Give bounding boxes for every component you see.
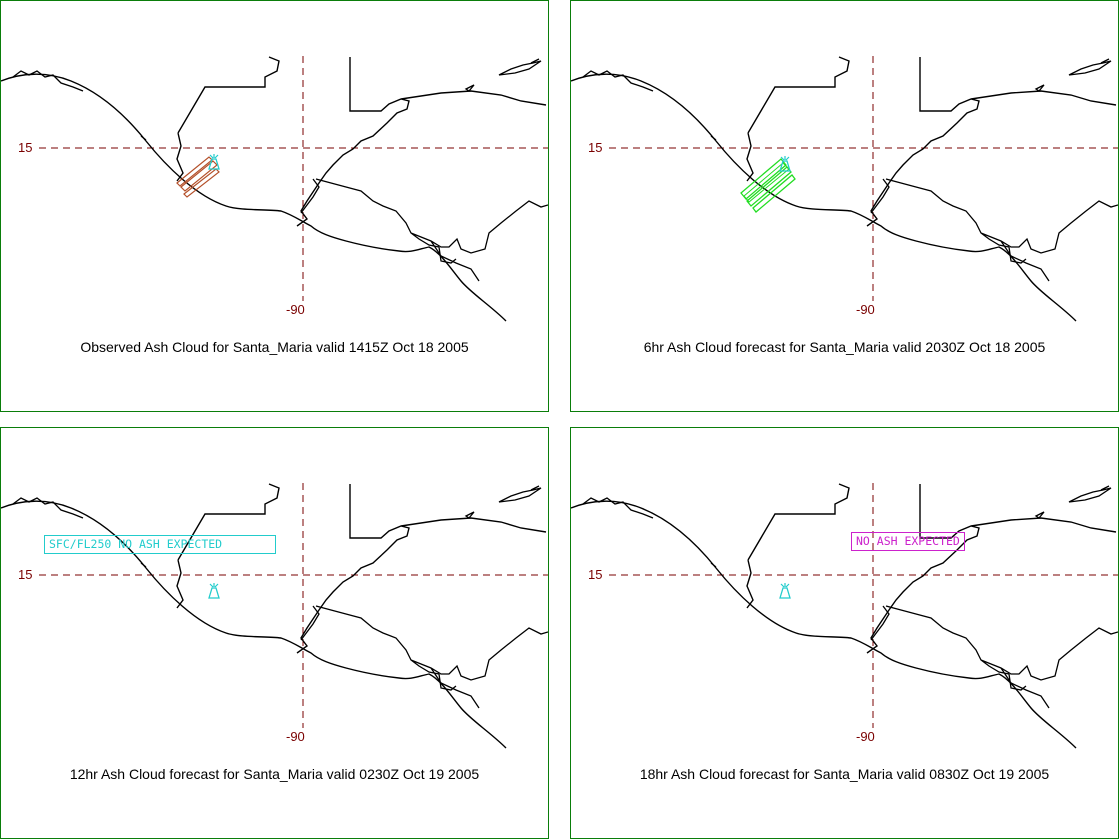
panel-caption: 18hr Ash Cloud forecast for Santa_Maria … <box>639 766 1050 782</box>
central-america-borders <box>300 178 548 282</box>
longitude-label: -90 <box>286 729 305 744</box>
cuba-island <box>1068 485 1112 503</box>
longitude-label: -90 <box>856 302 875 317</box>
mexico-guatemala-border <box>746 483 850 609</box>
volcano-icon <box>208 583 220 599</box>
map-panel-6hr: 15 -90 6hr Ash Cloud forecast for Santa_… <box>570 0 1119 412</box>
map-canvas <box>571 56 1118 322</box>
pacific-coastline <box>571 73 1077 322</box>
cuba-island <box>1068 58 1112 76</box>
coastal-islets <box>582 497 717 568</box>
volcano-icon <box>779 583 791 599</box>
central-america-borders <box>870 605 1118 709</box>
caribbean-islet <box>464 511 475 519</box>
pacific-coastline <box>1 73 507 322</box>
caribbean-islet <box>1034 511 1045 519</box>
mexico-guatemala-border <box>746 56 850 182</box>
coastal-islets <box>12 497 147 568</box>
caribbean-islet <box>1034 84 1045 92</box>
map-panel-12hr: SFC/FL250 NO ASH EXPECTED 15 -90 12hr As… <box>0 427 549 839</box>
caribbean-coastline <box>296 484 547 654</box>
map-panel-18hr: NO ASH EXPECTED 15 -90 18hr Ash Cloud fo… <box>570 427 1119 839</box>
panel-caption: 12hr Ash Cloud forecast for Santa_Maria … <box>69 766 480 782</box>
caribbean-coastline <box>866 57 1117 227</box>
longitude-label: -90 <box>856 729 875 744</box>
panel-caption: 6hr Ash Cloud forecast for Santa_Maria v… <box>643 339 1046 355</box>
caribbean-islet <box>464 84 475 92</box>
no-ash-note: SFC/FL250 NO ASH EXPECTED <box>44 535 276 554</box>
latitude-label: 15 <box>588 567 603 582</box>
no-ash-note: NO ASH EXPECTED <box>851 532 965 551</box>
latitude-label: 15 <box>18 140 33 155</box>
mexico-guatemala-border <box>176 483 280 609</box>
longitude-label: -90 <box>286 302 305 317</box>
panel-caption: Observed Ash Cloud for Santa_Maria valid… <box>80 339 469 355</box>
central-america-borders <box>870 178 1118 282</box>
map-canvas <box>571 483 1118 749</box>
coastal-islets <box>582 70 717 141</box>
central-america-borders <box>300 605 548 709</box>
mexico-guatemala-border <box>176 56 280 182</box>
volcano-icon <box>779 156 791 172</box>
caribbean-coastline <box>296 57 547 227</box>
ash-cloud-6hr <box>740 158 796 213</box>
caribbean-coastline <box>866 484 1117 654</box>
cuba-island <box>498 58 542 76</box>
map-canvas <box>1 483 548 749</box>
latitude-label: 15 <box>588 140 603 155</box>
map-canvas <box>1 56 548 322</box>
latitude-label: 15 <box>18 567 33 582</box>
map-panel-observed: 15 -90 Observed Ash Cloud for Santa_Mari… <box>0 0 549 412</box>
pacific-coastline <box>571 500 1077 749</box>
volcano-icon <box>208 154 220 170</box>
coastal-islets <box>12 70 147 141</box>
pacific-coastline <box>1 500 507 749</box>
cuba-island <box>498 485 542 503</box>
